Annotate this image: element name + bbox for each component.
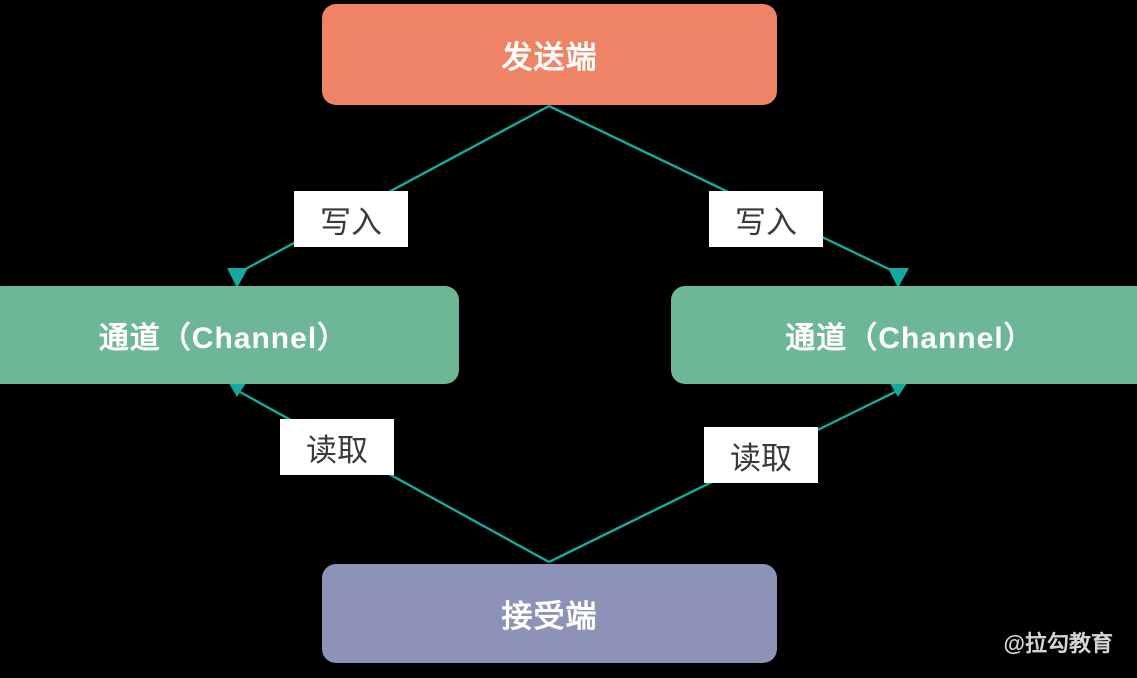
edge-write-left-arrowhead [227,268,248,288]
node-channel-left[interactable]: 通道（Channel） [0,286,459,384]
edge-label-read-left: 读取 [280,419,394,475]
edge-label-read-right-text: 读取 [730,440,792,476]
watermark-text: @拉勾教育 [1003,631,1113,656]
edge-write-right-line [548,104,896,274]
edge-label-write-right: 写入 [709,191,823,247]
node-receiver-label: 接受端 [501,599,598,634]
edge-write-left-line [239,104,550,274]
edge-read-left-line [239,390,550,564]
watermark: @拉勾教育 [1004,626,1113,658]
edge-write-right-arrowhead [888,268,909,288]
node-sender[interactable]: 发送端 [322,4,777,105]
edge-label-write-left-text: 写入 [320,204,382,240]
node-channel-right[interactable]: 通道（Channel） [671,286,1137,384]
node-channel-right-label: 通道（Channel） [785,322,1035,355]
node-sender-label: 发送端 [501,40,598,75]
node-channel-left-label: 通道（Channel） [98,322,349,355]
edge-label-write-right-text: 写入 [735,204,797,240]
edge-label-read-right: 读取 [704,427,818,483]
node-receiver[interactable]: 接受端 [322,564,777,663]
edge-label-write-left: 写入 [294,191,408,247]
edge-label-read-left-text: 读取 [306,432,368,468]
